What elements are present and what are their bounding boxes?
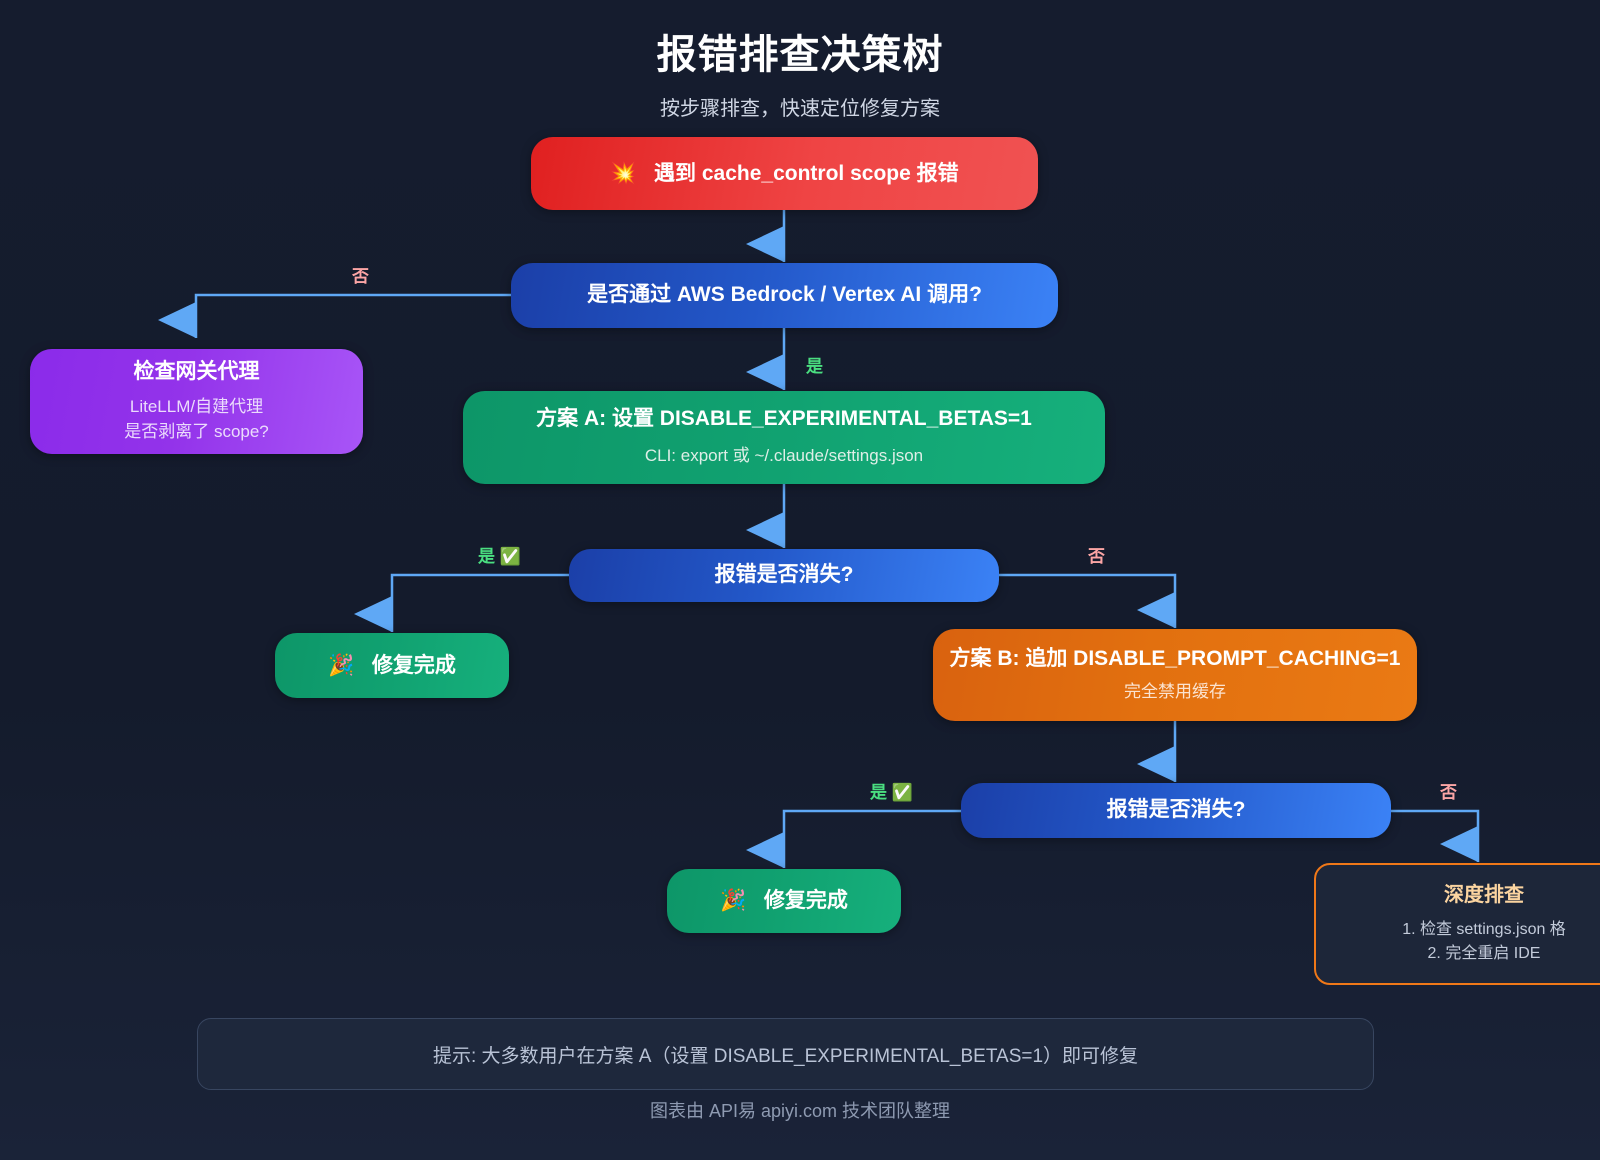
node-fix-complete-2-label: 修复完成: [763, 889, 848, 913]
edge-label-decision1-yes: 是: [806, 357, 823, 376]
node-fix-complete-2[interactable]: 🎉 修复完成: [667, 869, 901, 933]
edge-decision1-no: [194, 293, 511, 338]
party-popper-icon: 🎉: [328, 652, 355, 677]
hint-text: 提示: 大多数用户在方案 A（设置 DISABLE_EXPERIMENTAL_B…: [432, 1045, 1139, 1067]
node-plan-a-sub: CLI: export 或 ~/.claude/settings.json: [644, 446, 924, 466]
node-deep-troubleshoot[interactable]: 深度排查 1. 检查 settings.json 格 2. 完全重启 IDE: [1314, 863, 1600, 985]
node-decision-error-gone-1[interactable]: 报错是否消失?: [569, 549, 999, 602]
page-subtitle: 按步骤排查，快速定位修复方案: [660, 98, 940, 120]
node-error-start-label: 遇到 cache_control scope 报错: [654, 161, 959, 185]
node-deep-troubleshoot-line1: 1. 检查 settings.json 格: [1402, 921, 1566, 939]
hint-bar: 提示: 大多数用户在方案 A（设置 DISABLE_EXPERIMENTAL_B…: [197, 1018, 1374, 1090]
node-check-gateway-proxy-line1: LiteLLM/自建代理: [129, 396, 264, 416]
node-decision-bedrock-vertex-label: 是否通过 AWS Bedrock / Vertex AI 调用?: [587, 283, 982, 307]
edge-decision2-no: [999, 573, 1177, 628]
node-decision-error-gone-1-label: 报错是否消失?: [714, 563, 854, 587]
node-plan-b[interactable]: 方案 B: 追加 DISABLE_PROMPT_CACHING=1 完全禁用缓存: [933, 629, 1417, 721]
node-check-gateway-proxy-title: 检查网关代理: [133, 359, 260, 383]
party-popper-icon-2: 🎉: [720, 888, 747, 913]
node-decision-error-gone-2[interactable]: 报错是否消失?: [961, 783, 1391, 838]
node-plan-a[interactable]: 方案 A: 设置 DISABLE_EXPERIMENTAL_BETAS=1 CL…: [463, 391, 1105, 484]
footer-credit: 图表由 API易 apiyi.com 技术团队整理: [649, 1101, 951, 1121]
edge-label-decision3-no: 否: [1440, 783, 1457, 802]
page-header: 报错排查决策树 按步骤排查，快速定位修复方案: [0, 0, 1600, 121]
node-error-start[interactable]: 💥 遇到 cache_control scope 报错: [531, 137, 1038, 210]
edge-label-decision2-yes: 是 ✅: [478, 547, 521, 566]
page-title: 报错排查决策树: [656, 33, 944, 77]
edge-label-decision3-yes: 是 ✅: [870, 783, 913, 802]
node-decision-error-gone-2-label: 报错是否消失?: [1106, 798, 1246, 822]
node-deep-troubleshoot-title: 深度排查: [1444, 884, 1524, 907]
edge-decision2-yes: [390, 573, 570, 632]
node-plan-b-sub: 完全禁用缓存: [1124, 681, 1226, 701]
explosion-icon: 💥: [610, 160, 637, 185]
edge-label-decision1-no: 否: [352, 267, 369, 286]
edge-label-decision2-no: 否: [1088, 547, 1105, 566]
node-plan-a-title: 方案 A: 设置 DISABLE_EXPERIMENTAL_BETAS=1: [536, 407, 1032, 431]
edge-decision3-yes: [782, 809, 962, 868]
node-deep-troubleshoot-line2: 2. 完全重启 IDE: [1427, 944, 1541, 962]
edge-decision3-no: [1390, 809, 1480, 862]
node-check-gateway-proxy-line2: 是否剥离了 scope?: [124, 421, 269, 441]
node-check-gateway-proxy[interactable]: 检查网关代理 LiteLLM/自建代理 是否剥离了 scope?: [30, 349, 363, 454]
node-fix-complete-1-label: 修复完成: [371, 653, 456, 677]
node-plan-b-title: 方案 B: 追加 DISABLE_PROMPT_CACHING=1: [949, 646, 1401, 670]
node-fix-complete-1[interactable]: 🎉 修复完成: [275, 633, 509, 698]
node-decision-bedrock-vertex[interactable]: 是否通过 AWS Bedrock / Vertex AI 调用?: [511, 263, 1058, 328]
